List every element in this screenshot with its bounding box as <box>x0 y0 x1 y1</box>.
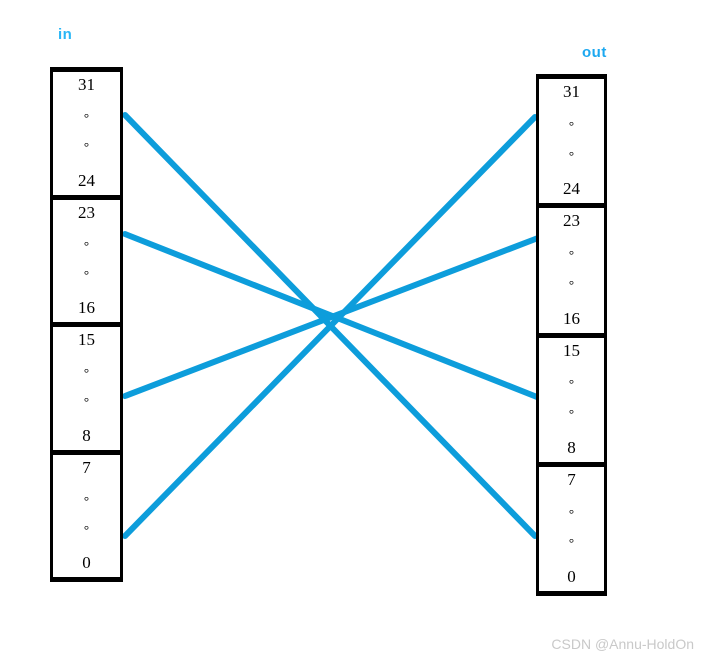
in-cell-3-bottom: 8 <box>82 425 91 445</box>
connection-line-in2-out3 <box>122 231 540 400</box>
out-column-label: out <box>582 44 607 61</box>
in-cell-4-top: 7 <box>82 457 91 477</box>
out-cell-2-bottom: 16 <box>563 308 580 328</box>
in-cell-4-bottom: 0 <box>82 553 91 572</box>
out-cell-4-ellipsis: ° ° <box>569 488 574 568</box>
ellipsis-dot-icon: ° <box>83 110 90 126</box>
in-cell-4-ellipsis: ° ° <box>84 476 89 555</box>
ellipsis-dot-icon: ° <box>568 276 575 292</box>
ellipsis-dot-icon: ° <box>83 266 90 282</box>
out-cell-7-0: 7 ° ° 0 <box>536 461 607 596</box>
ellipsis-dot-icon: ° <box>83 139 90 155</box>
in-cell-2-ellipsis: ° ° <box>84 221 89 300</box>
ellipsis-dot-icon: ° <box>568 376 575 392</box>
connection-line-in3-out2 <box>122 235 541 399</box>
ellipsis-dot-icon: ° <box>83 492 90 508</box>
ellipsis-dot-icon: ° <box>568 406 575 421</box>
out-cell-23-16: 23 ° ° 16 <box>536 203 607 333</box>
in-cell-3-ellipsis: ° ° <box>84 348 89 427</box>
out-cell-3-bottom: 8 <box>567 437 576 457</box>
ellipsis-dot-icon: ° <box>568 247 575 262</box>
out-cell-3-top: 15 <box>563 340 580 360</box>
in-cell-1-top: 31 <box>78 75 95 94</box>
in-cell-31-24: 31 ° ° 24 <box>50 67 123 195</box>
connection-line-in4-out1 <box>122 114 538 539</box>
in-register-column: 31 ° ° 24 23 ° ° 16 15 ° ° 8 7 <box>50 67 123 582</box>
ellipsis-dot-icon: ° <box>568 505 575 521</box>
ellipsis-dot-icon: ° <box>83 237 90 253</box>
out-cell-4-top: 7 <box>567 469 576 489</box>
out-register-column: 31 ° ° 24 23 ° ° 16 15 ° ° 8 7 <box>536 74 607 596</box>
out-cell-1-bottom: 24 <box>563 179 580 199</box>
out-cell-2-top: 23 <box>563 211 580 231</box>
in-cell-1-bottom: 24 <box>78 170 95 190</box>
in-cell-2-top: 23 <box>78 202 95 222</box>
ellipsis-dot-icon: ° <box>568 117 575 133</box>
ellipsis-dot-icon: ° <box>83 521 90 537</box>
connection-line-in1-out4 <box>122 112 538 539</box>
out-cell-31-24: 31 ° ° 24 <box>536 74 607 204</box>
ellipsis-dot-icon: ° <box>568 147 575 163</box>
in-column-label: in <box>58 26 73 43</box>
ellipsis-dot-icon: ° <box>568 535 575 551</box>
in-cell-15-8: 15 ° ° 8 <box>50 322 123 450</box>
in-cell-23-16: 23 ° ° 16 <box>50 194 123 322</box>
out-cell-15-8: 15 ° ° 8 <box>536 332 607 462</box>
in-cell-7-0: 7 ° ° 0 <box>50 449 123 582</box>
out-cell-1-ellipsis: ° ° <box>569 100 574 180</box>
ellipsis-dot-icon: ° <box>83 394 90 410</box>
in-cell-2-bottom: 16 <box>78 298 95 317</box>
in-cell-1-ellipsis: ° ° <box>84 93 89 172</box>
out-cell-2-ellipsis: ° ° <box>569 229 574 309</box>
out-cell-4-bottom: 0 <box>567 567 576 586</box>
ellipsis-dot-icon: ° <box>83 365 90 381</box>
out-cell-3-ellipsis: ° ° <box>569 359 574 439</box>
watermark-text: CSDN @Annu-HoldOn <box>551 636 694 652</box>
in-cell-3-top: 15 <box>78 330 95 349</box>
out-cell-1-top: 31 <box>563 82 580 101</box>
